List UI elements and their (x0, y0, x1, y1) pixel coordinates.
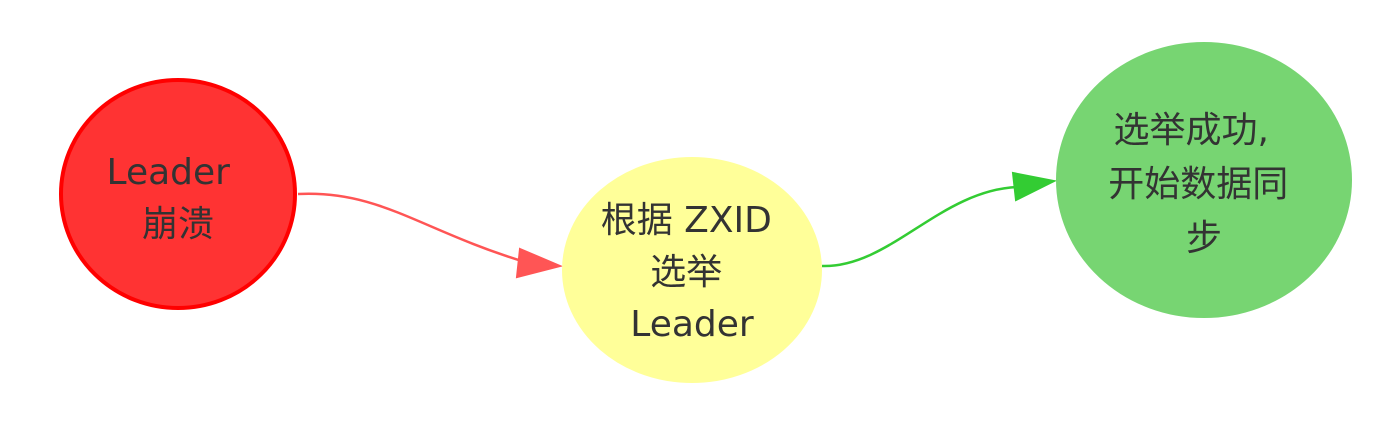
edge-crash-to-elect (297, 192, 564, 279)
node-leader-crash-circle (59, 78, 297, 310)
node-leader-crash-line-1: Leader (107, 152, 231, 193)
node-elect-leader-line-3: Leader (630, 304, 754, 345)
node-sync-start-line-1: 选举成功, (1114, 110, 1269, 151)
node-sync-start-line-3: 步 (1186, 218, 1222, 259)
edge-elect-to-sync (821, 171, 1058, 268)
node-leader-crash-line-2: 崩溃 (142, 204, 214, 245)
node-sync-start-label: 选举成功, 开始数据同 步 (1108, 110, 1299, 259)
node-elect-leader-line-2: 选举 (650, 252, 722, 293)
node-elect-leader-circle (562, 157, 822, 383)
node-leader-crash-label: Leader 崩溃 (107, 152, 242, 245)
node-elect-leader: 根据 ZXID 选举 Leader (562, 157, 822, 383)
node-sync-start-line-2: 开始数据同 (1108, 164, 1288, 205)
node-leader-crash: Leader 崩溃 (59, 78, 297, 310)
edge-elect-to-sync-arrowhead (1011, 171, 1058, 202)
edge-crash-to-elect-line (297, 192, 526, 264)
node-sync-start: 选举成功, 开始数据同 步 (1056, 42, 1352, 318)
edge-crash-to-elect-arrowhead (515, 247, 564, 279)
edge-elect-to-sync-line (821, 185, 1019, 268)
node-sync-start-circle (1056, 42, 1352, 318)
node-elect-leader-label: 根据 ZXID 选举 Leader (601, 200, 784, 345)
node-elect-leader-line-1: 根据 ZXID (601, 200, 772, 241)
